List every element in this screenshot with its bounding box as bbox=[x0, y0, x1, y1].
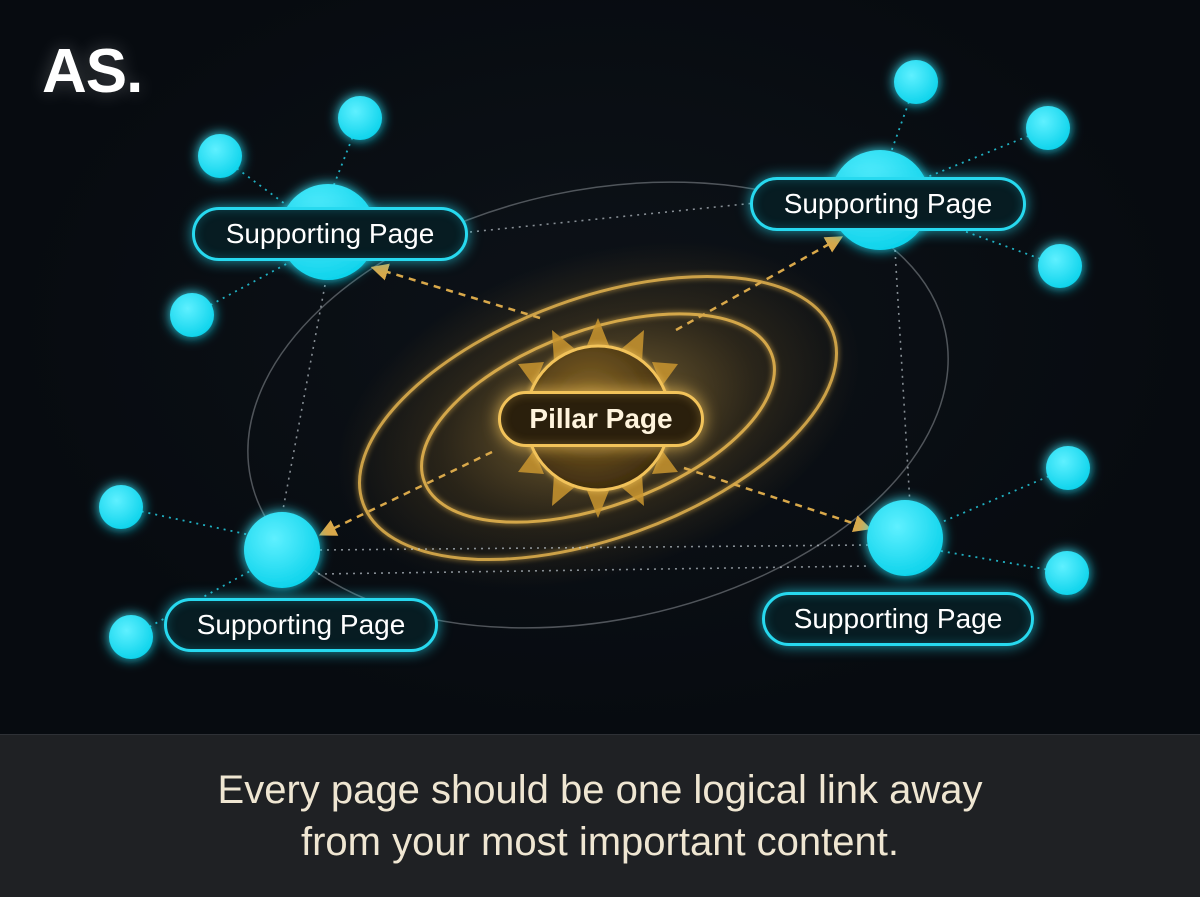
satellite-node bbox=[1026, 106, 1070, 150]
orbit-ring-outer bbox=[358, 274, 838, 562]
satellite-node bbox=[198, 134, 242, 178]
caption-bar: Every page should be one logical link aw… bbox=[0, 734, 1200, 897]
satellite-node bbox=[338, 96, 382, 140]
satellite-node bbox=[1046, 446, 1090, 490]
supporting-page-label-top-left: Supporting Page bbox=[192, 207, 468, 261]
link-bottom-2 bbox=[317, 565, 869, 575]
outer-orbit-ring bbox=[247, 181, 949, 629]
arrow-to-top-left bbox=[370, 263, 541, 320]
pillar-arrows bbox=[318, 236, 872, 536]
satellite-nodes bbox=[99, 60, 1090, 659]
arrow-to-bottom-right bbox=[683, 466, 872, 532]
sun-rays bbox=[506, 318, 690, 518]
hub-bottom-right bbox=[867, 500, 943, 576]
supporting-page-label-top-right: Supporting Page bbox=[750, 177, 1026, 231]
satellite-node bbox=[894, 60, 938, 104]
spoke-tl-3 bbox=[191, 261, 291, 316]
link-bottom-1 bbox=[319, 544, 869, 551]
satellite-node bbox=[1038, 244, 1082, 288]
link-left bbox=[281, 284, 326, 516]
pillar-page-label: Pillar Page bbox=[498, 391, 704, 447]
supporting-page-label-bottom-left: Supporting Page bbox=[164, 598, 438, 652]
supporting-page-label-bottom-right: Supporting Page bbox=[762, 592, 1034, 646]
satellite-node bbox=[170, 293, 214, 337]
arrow-to-top-right bbox=[675, 236, 844, 332]
satellite-node bbox=[109, 615, 153, 659]
spoke-tl-1 bbox=[219, 155, 301, 216]
satellite-node bbox=[99, 485, 143, 529]
spoke-br-1 bbox=[934, 467, 1069, 526]
supporting-links bbox=[281, 202, 911, 575]
caption-line-2: from your most important content. bbox=[300, 820, 899, 864]
spoke-br-2 bbox=[934, 549, 1068, 574]
caption-line-1: Every page should be one logical link aw… bbox=[217, 768, 983, 812]
diagram-stage: AS. Supporting Page Supporting Page Supp… bbox=[0, 0, 1200, 734]
pillar-orbit-rings bbox=[358, 274, 838, 562]
satellite-spokes bbox=[120, 81, 1069, 638]
brand-logo: AS. bbox=[42, 37, 143, 106]
link-top bbox=[469, 202, 756, 233]
spoke-bl-1 bbox=[120, 506, 251, 536]
hub-bottom-left bbox=[244, 512, 320, 588]
link-right bbox=[894, 249, 911, 506]
spoke-tr-1 bbox=[889, 81, 917, 156]
satellite-node bbox=[1045, 551, 1089, 595]
arrow-to-bottom-left bbox=[318, 450, 493, 536]
orbit-ring-middle bbox=[420, 312, 776, 524]
